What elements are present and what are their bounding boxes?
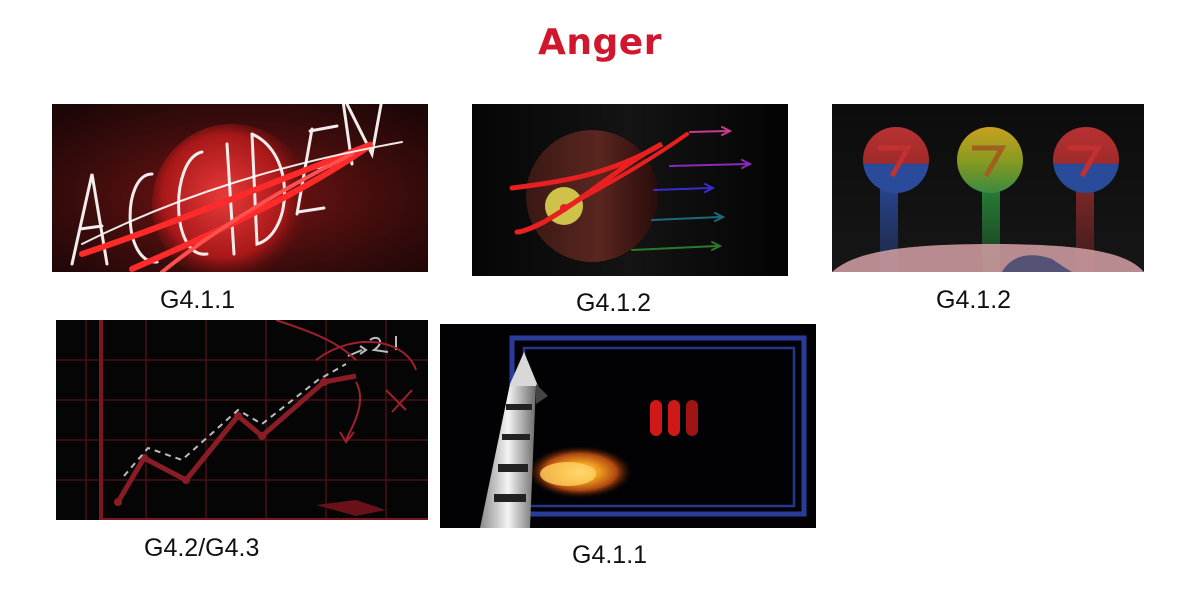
frame-3-caption: G4.1.2	[936, 286, 1012, 314]
rocket-fire-illustration	[440, 324, 816, 528]
storyboard-frame-1[interactable]	[52, 104, 428, 272]
accident-scribble-illustration	[52, 104, 428, 272]
frame-2-caption: G4.1.2	[576, 289, 652, 317]
rising-graph-illustration	[56, 320, 428, 520]
frame-5-caption: G4.1.1	[572, 541, 648, 569]
planet-arrows-illustration	[472, 104, 788, 276]
frame-4-caption: G4.2/G4.3	[144, 534, 260, 562]
three-orbs-illustration	[832, 104, 1144, 272]
storyboard-frame-3[interactable]	[832, 104, 1144, 272]
storyboard-frame-5[interactable]	[440, 324, 816, 528]
storyboard-frame-4[interactable]	[56, 320, 428, 520]
storyboard-frame-2[interactable]	[472, 104, 788, 276]
frame-1-caption: G4.1.1	[160, 286, 236, 314]
page-title: Anger	[538, 22, 662, 63]
